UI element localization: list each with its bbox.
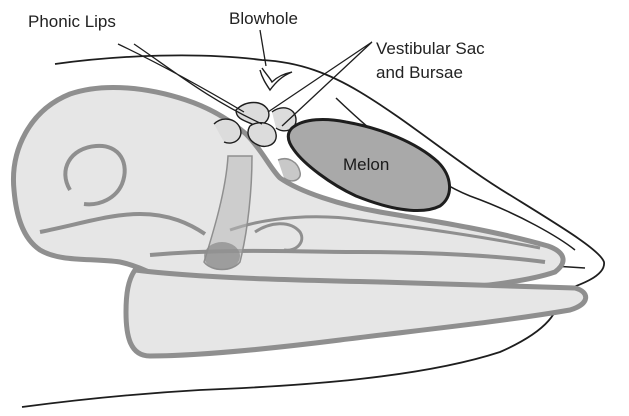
phonic-lips-label: Phonic Lips <box>28 12 116 31</box>
vestibular-sac-label-line1: Vestibular Sac <box>376 39 485 58</box>
melon-label: Melon <box>343 155 389 174</box>
larynx-shadow <box>204 242 240 270</box>
vestibular-sac-label-line2: and Bursae <box>376 63 463 82</box>
blowhole-label: Blowhole <box>229 9 298 28</box>
blowhole-channel <box>260 68 292 90</box>
